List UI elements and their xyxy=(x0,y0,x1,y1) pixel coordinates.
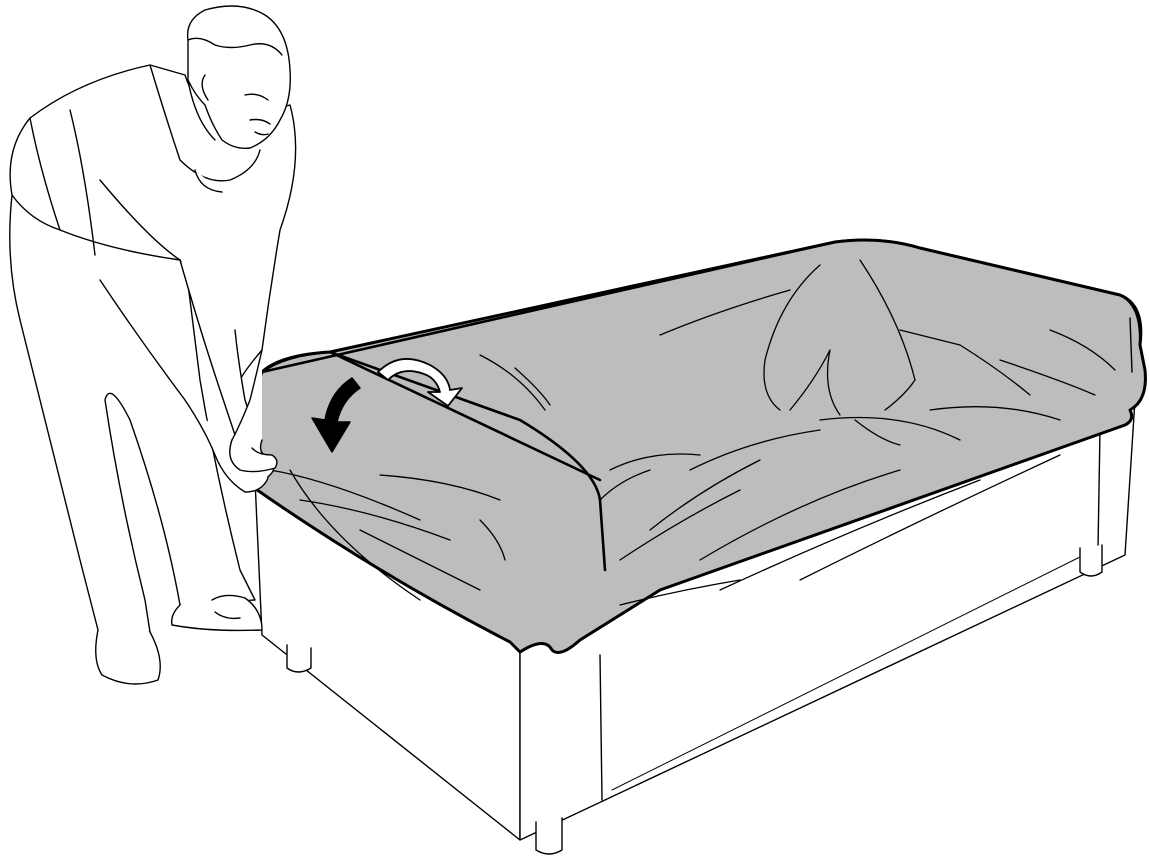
person-figure xyxy=(10,6,296,684)
leg-right xyxy=(1080,545,1102,576)
leg-left xyxy=(287,645,311,672)
leg-front xyxy=(536,818,562,854)
left-shoe xyxy=(96,630,160,684)
